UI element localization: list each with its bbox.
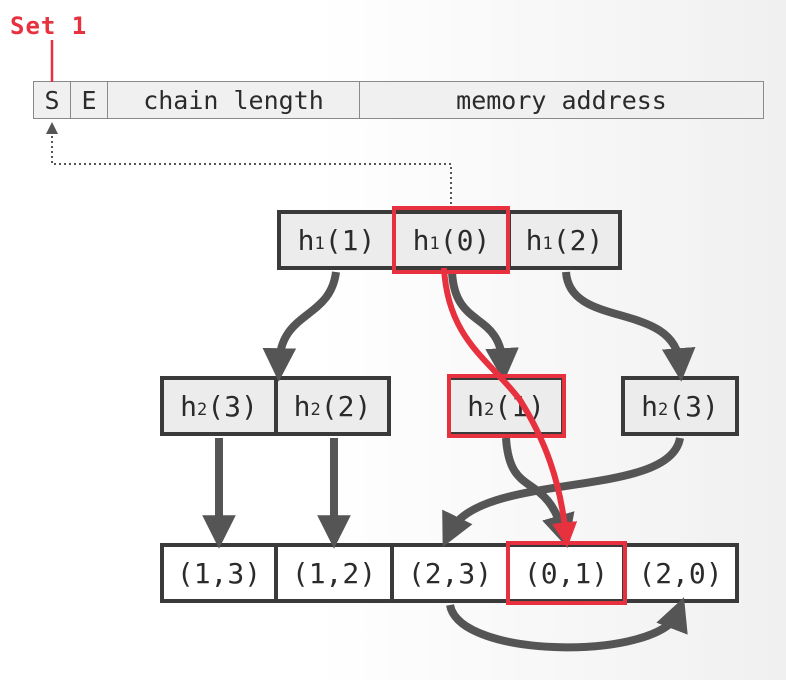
tuple-0-1: (0,1) [506, 543, 626, 603]
node-h1-0-sub: 1 [429, 234, 440, 254]
node-h2-3-right-sub: 2 [658, 400, 669, 420]
node-h2-3-left-fn: h [180, 389, 198, 423]
header-s-cell: S [33, 81, 71, 119]
node-h2-3-left-sub: 2 [197, 400, 208, 420]
arrow-h1-0-to-h2-1 [448, 271, 519, 382]
arrow-tuple-2-3-to-tuple-2-0 [446, 597, 688, 652]
node-h2-2-sub: 2 [310, 400, 321, 420]
highlight-path-arrow [441, 267, 578, 548]
arrow-h1-2-to-h2-3 [562, 271, 696, 382]
arrow-h2-1-to-tuple-0-1 [502, 437, 575, 549]
header-chain-length-cell: chain length [107, 81, 360, 119]
node-h1-1-arg: (1) [324, 223, 376, 257]
node-h1-1-sub: 1 [314, 234, 325, 254]
node-h1-1-fn: h [297, 223, 315, 257]
node-h2-2-fn: h [293, 389, 311, 423]
node-h2-3-right-arg: (3) [668, 389, 719, 423]
node-h2-3-right-fn: h [641, 389, 659, 423]
header-memory-address-cell: memory address [359, 81, 764, 119]
set-label: Set 1 [10, 12, 88, 40]
arrow-h2-3-to-tuple-2-3 [442, 436, 684, 548]
tuple-2-0: (2,0) [622, 543, 739, 603]
tuple-1-2: (1,2) [274, 543, 394, 603]
node-h1-2-fn: h [525, 223, 543, 257]
node-h1-0-fn: h [412, 223, 430, 257]
pointer-dotted-arrow [46, 122, 452, 209]
node-h1-2-sub: 1 [542, 234, 553, 254]
node-h2-3-left-arg: (3) [207, 389, 258, 423]
node-h2-2-arg: (2) [320, 389, 372, 423]
arrow-h1-1-to-h2-3 [262, 271, 340, 382]
node-h1-2-arg: (2) [552, 223, 604, 257]
node-h1-0-arg: (0) [439, 223, 491, 257]
node-h2-1-sub: 2 [484, 400, 495, 420]
node-h2-1-fn: h [467, 389, 485, 423]
